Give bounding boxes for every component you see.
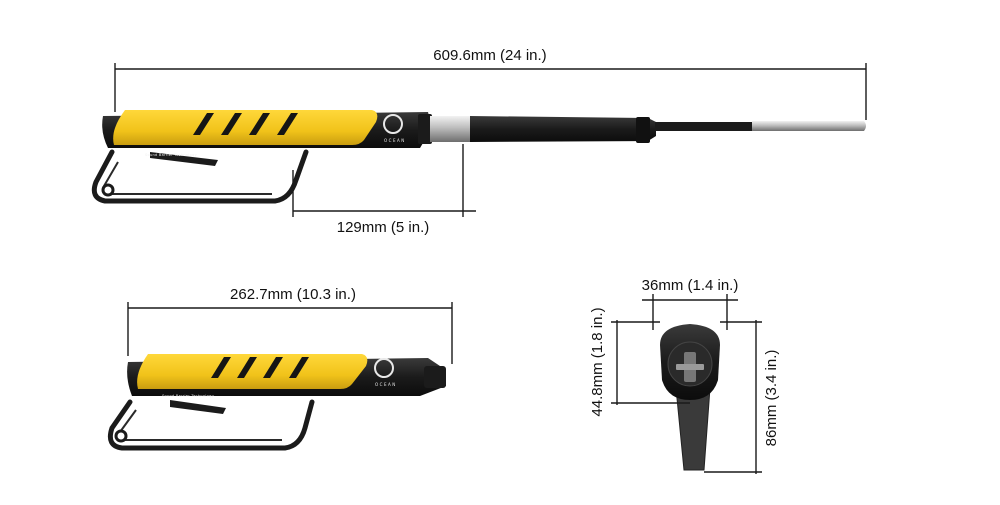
collapsed-logo-ring-icon <box>374 358 394 378</box>
dim-width: 36mm (1.4 in.) <box>642 277 739 330</box>
dim-overall-height: 86mm (3.4 in.) <box>704 320 780 474</box>
collapsed-device: OCEAN Sound Barrier Technology <box>107 354 446 451</box>
collapsed-front-cap <box>424 366 446 388</box>
body-yellow-shell <box>113 110 378 145</box>
end-view-strap <box>675 387 711 471</box>
brand-label: OCEAN <box>384 138 406 143</box>
collapsed-lanyard-hole <box>114 429 128 443</box>
collapsed-handle-inner <box>118 409 282 441</box>
dim-overall-height-label: 86mm (3.4 in.) <box>763 350 780 447</box>
trigger <box>150 152 218 166</box>
dim-width-label: 36mm (1.4 in.) <box>642 277 739 294</box>
front-collar <box>418 114 432 144</box>
slogan-label: Sound Barrier Technology <box>145 153 197 157</box>
collapsed-trigger <box>170 400 226 414</box>
dim-total-length: 609.6mm (24 in.) <box>114 47 867 120</box>
collapsed-brand-label: OCEAN <box>375 382 397 387</box>
dim-collapsed-length-label: 262.7mm (10.3 in.) <box>230 286 356 303</box>
collapsed-vent-slots <box>211 357 309 378</box>
extended-device: OCEAN Sound Barrier Technology <box>91 110 866 204</box>
handle-inner <box>102 161 272 195</box>
logo-ring-icon <box>383 114 403 134</box>
collapsed-handle-grip <box>107 399 315 451</box>
thin-rod <box>655 122 755 131</box>
dim-handle-offset-label: 129mm (5 in.) <box>337 219 430 236</box>
section-joint <box>636 117 650 143</box>
rod-tip <box>752 121 866 131</box>
dim-collapsed-length: 262.7mm (10.3 in.) <box>127 286 453 364</box>
end-view-clip-bar <box>676 364 704 370</box>
dim-head-height: 44.8mm (1.8 in.) <box>589 307 690 417</box>
chrome-sleeve <box>430 116 472 142</box>
dim-head-height-label: 44.8mm (1.8 in.) <box>589 307 606 416</box>
collapsed-body-yellow-shell <box>137 354 368 389</box>
telescope-section <box>470 116 656 142</box>
end-view-device <box>660 324 720 471</box>
dim-handle-offset: 129mm (5 in.) <box>292 144 476 236</box>
lanyard-hole <box>101 183 115 197</box>
vent-slots <box>193 113 298 135</box>
dim-total-length-label: 609.6mm (24 in.) <box>433 47 546 64</box>
collapsed-slogan-label: Sound Barrier Technology <box>162 394 214 398</box>
